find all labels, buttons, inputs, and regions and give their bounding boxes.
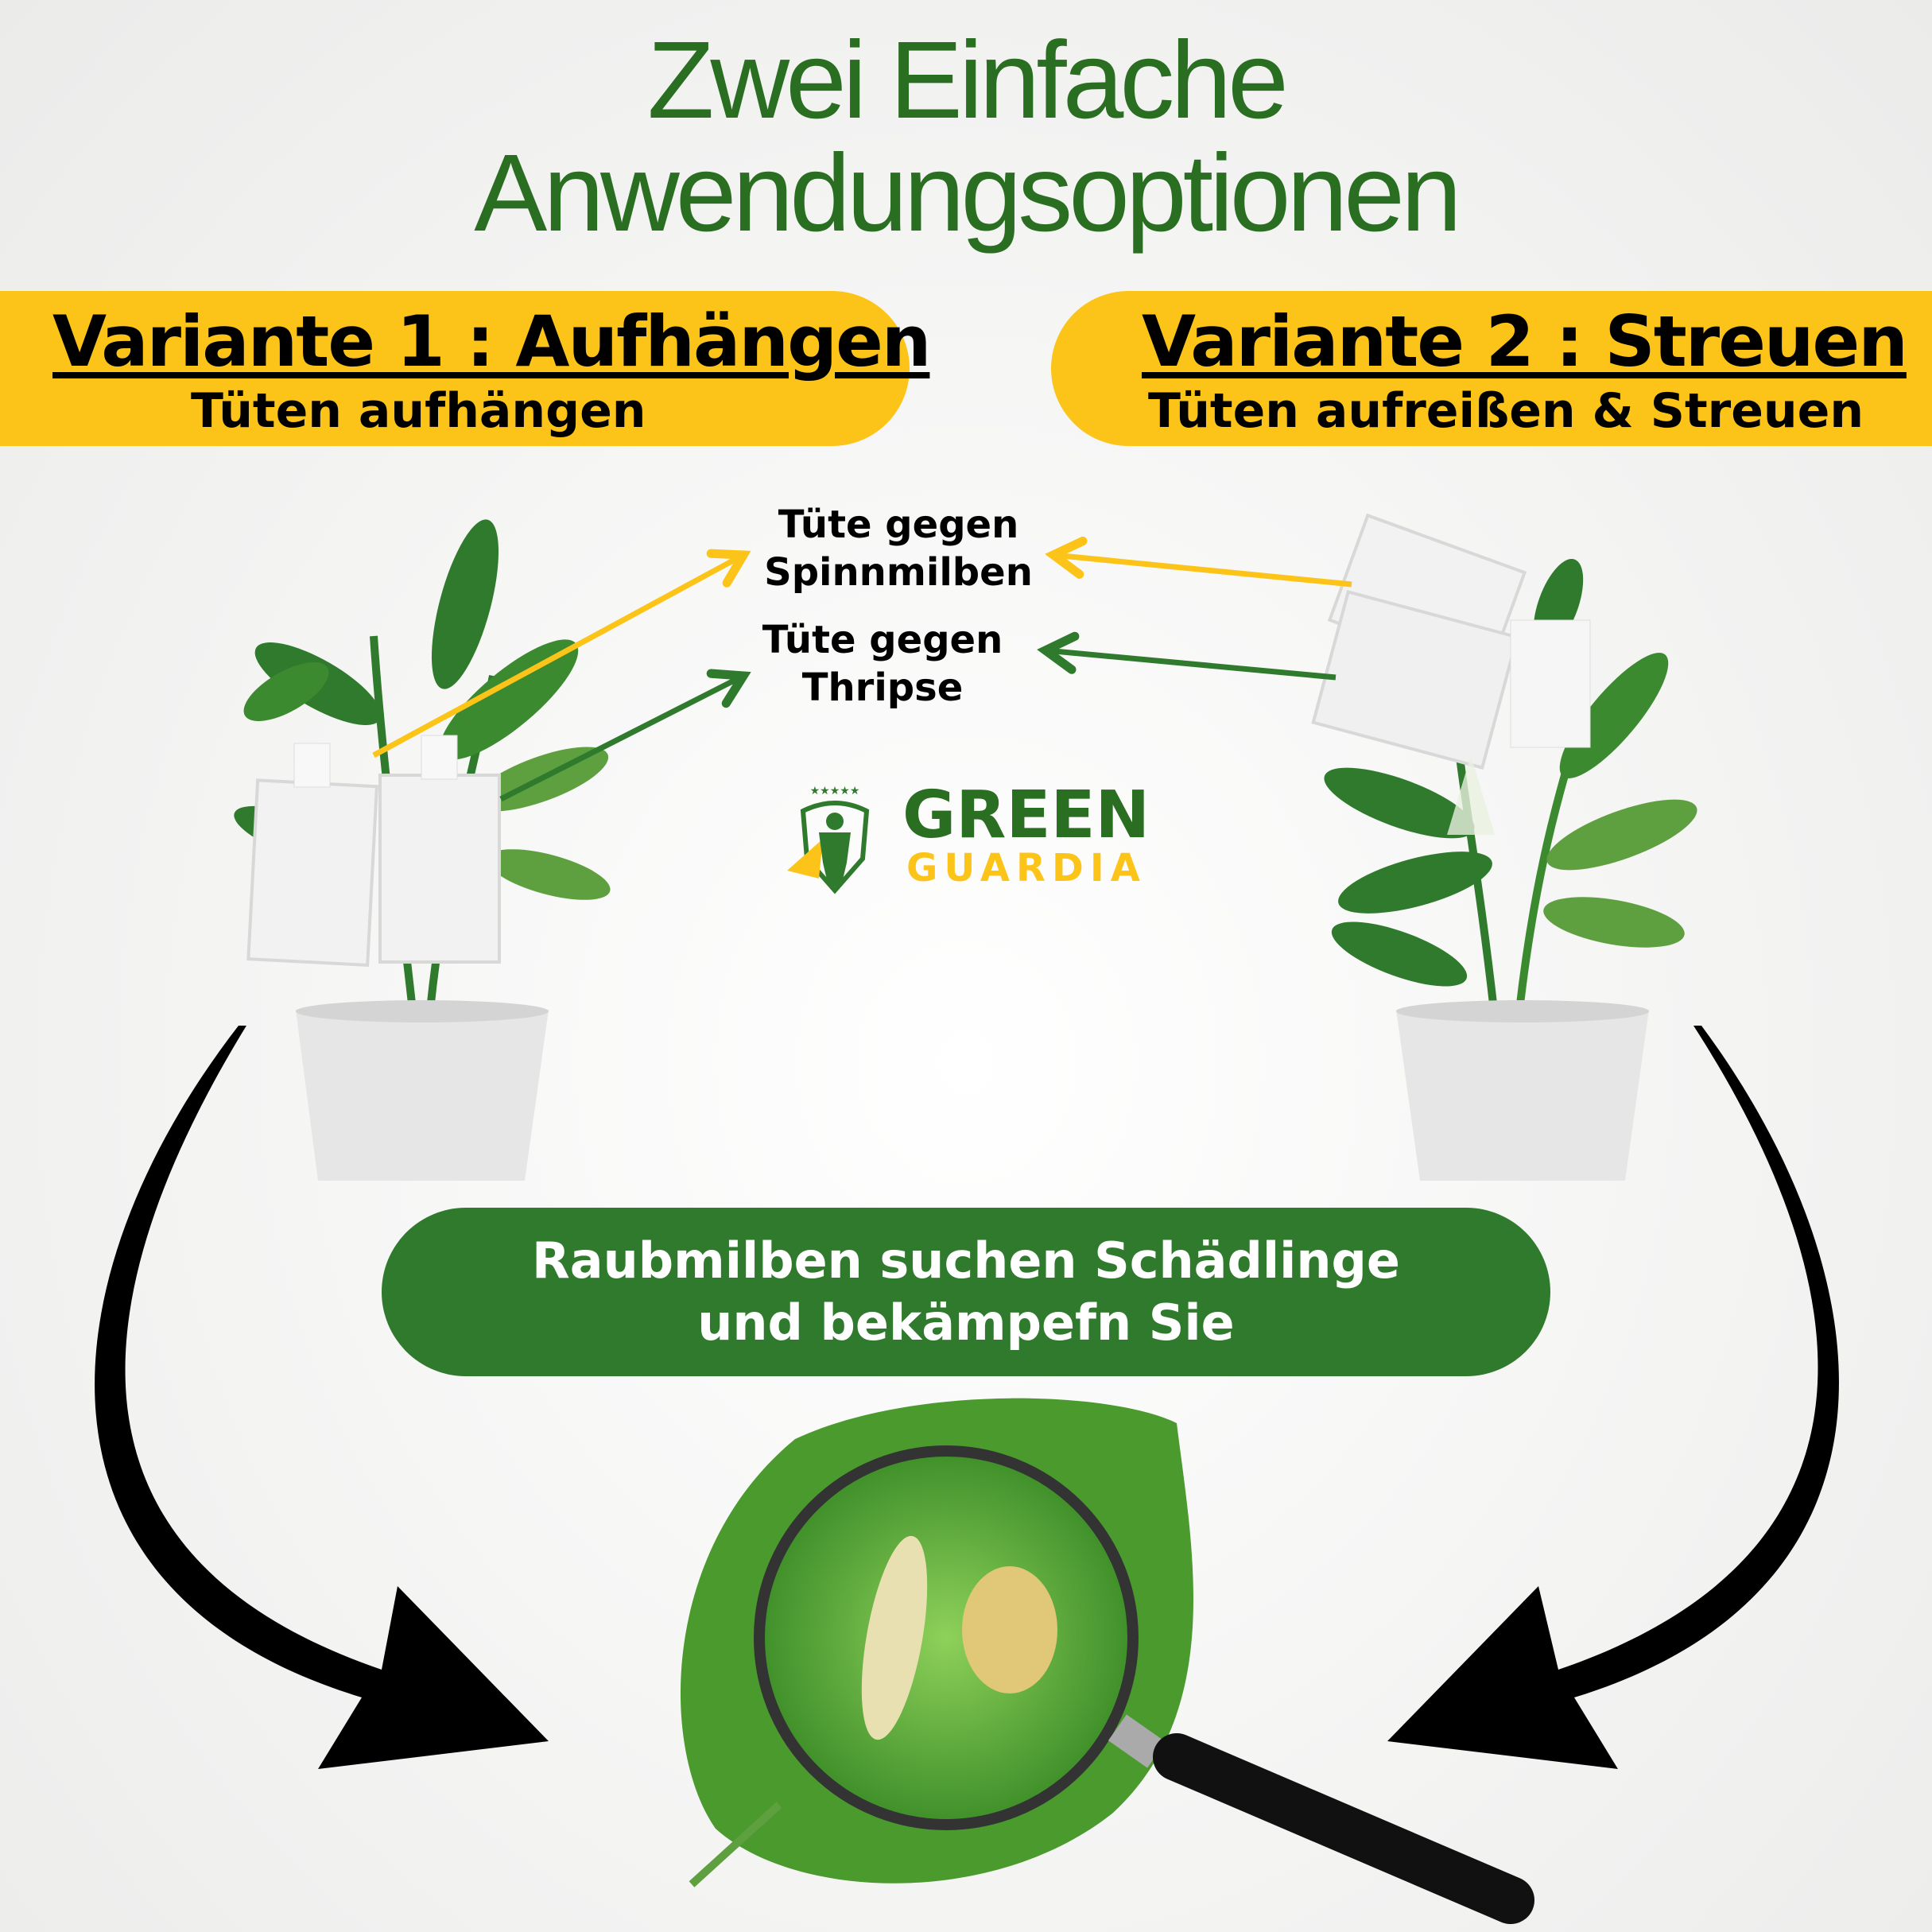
arrow-thrips-right	[1037, 631, 1336, 681]
variant-2-heading: Variante 2 : Streuen	[1142, 301, 1908, 382]
green-guardia-logo: ★★★★★ GREEN GUARDIA	[779, 783, 1161, 894]
variant-1-banner: Variante 1 : Aufhängen Tüten aufhängen	[0, 291, 931, 446]
variant-1-subtitle: Tüten aufhängen	[191, 383, 646, 439]
page-title: Zwei Einfache Anwendungsoptionen	[0, 24, 1932, 250]
arrow-spider-mites-right	[1045, 536, 1352, 588]
variant-2-subtitle: Tüten aufreißen & Streuen	[1148, 383, 1864, 439]
label-spider-mites: Tüte gegen Spinnmilben	[763, 501, 1034, 596]
result-banner: Raubmilben suchen Schädlinge und bekämpe…	[382, 1208, 1550, 1376]
result-banner-line-1: Raubmilben suchen Schädlinge	[532, 1232, 1400, 1290]
label-thrips: Tüte gegen Thripse	[747, 616, 1018, 712]
label-spider-mites-line-1: Tüte gegen	[778, 502, 1019, 547]
variant-2-banner: Variante 2 : Streuen Tüten aufreißen & S…	[1051, 291, 1932, 446]
logo-word-guardia: GUARDIA	[906, 846, 1146, 890]
leaf-magnifier-image	[680, 1398, 1534, 1924]
label-thrips-line-2: Thripse	[801, 665, 964, 710]
title-line-2: Anwendungsoptionen	[474, 132, 1461, 254]
left-pot	[296, 1000, 549, 1181]
title-line-1: Zwei Einfache	[647, 19, 1289, 142]
curved-arrow-left	[95, 1026, 549, 1769]
label-spider-mites-line-2: Spinnmilben	[764, 550, 1033, 595]
result-banner-line-2: und bekämpefn Sie	[697, 1294, 1235, 1352]
label-thrips-line-1: Tüte gegen	[762, 618, 1003, 662]
logo-word-green: GREEN	[902, 778, 1150, 853]
right-pot	[1396, 1000, 1649, 1181]
arrow-thrips-left	[499, 669, 751, 802]
arrow-spider-mites-left	[372, 549, 751, 758]
variant-1-heading: Variante 1 : Aufhängen	[52, 301, 931, 382]
svg-text:★★★★★: ★★★★★	[810, 785, 860, 797]
superhero-shield-icon: ★★★★★	[787, 785, 870, 894]
curved-arrow-right	[1387, 1026, 1839, 1769]
hanging-sachets	[246, 735, 501, 968]
pouring-sachets	[1311, 513, 1591, 835]
